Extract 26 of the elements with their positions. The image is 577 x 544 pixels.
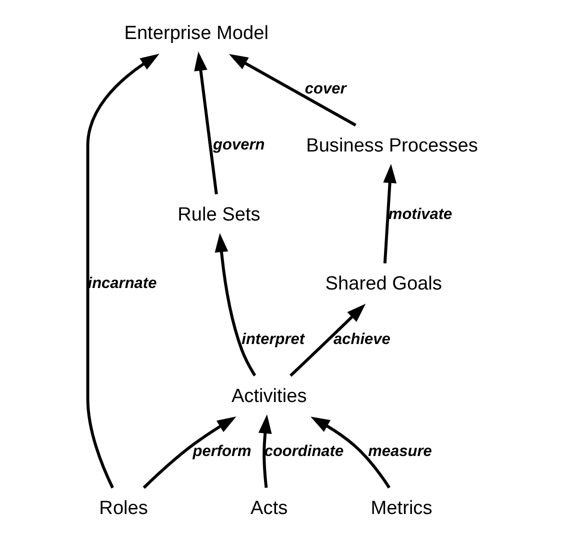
edge-label: perform: [192, 443, 252, 460]
node-text: Metrics: [370, 498, 432, 519]
arrow: [290, 304, 366, 377]
arrow: [258, 414, 272, 488]
edge-label: interpret: [242, 331, 305, 348]
arrow: [310, 416, 390, 488]
edge-label: coordinate: [264, 443, 344, 460]
arrow: [86, 54, 160, 488]
arrow: [214, 232, 256, 376]
arrow: [228, 54, 356, 126]
node-text: Activities: [231, 386, 307, 407]
node-text: Enterprise Model: [124, 23, 268, 44]
edge-label: govern: [213, 136, 265, 154]
node-text: Roles: [99, 498, 148, 519]
node-text: Acts: [250, 498, 288, 519]
edge-label: incarnate: [88, 274, 157, 292]
node-text: Shared Goals: [325, 274, 442, 295]
node-text: Business Processes: [306, 135, 478, 156]
arrow: [194, 52, 218, 194]
arrow: [142, 416, 236, 489]
edge-label: cover: [304, 80, 346, 98]
edge-label: achieve: [334, 331, 390, 348]
edge-label: measure: [368, 443, 432, 460]
edge-label: motivate: [388, 206, 452, 223]
node-text: Rule Sets: [178, 204, 260, 226]
arrow: [383, 164, 397, 264]
